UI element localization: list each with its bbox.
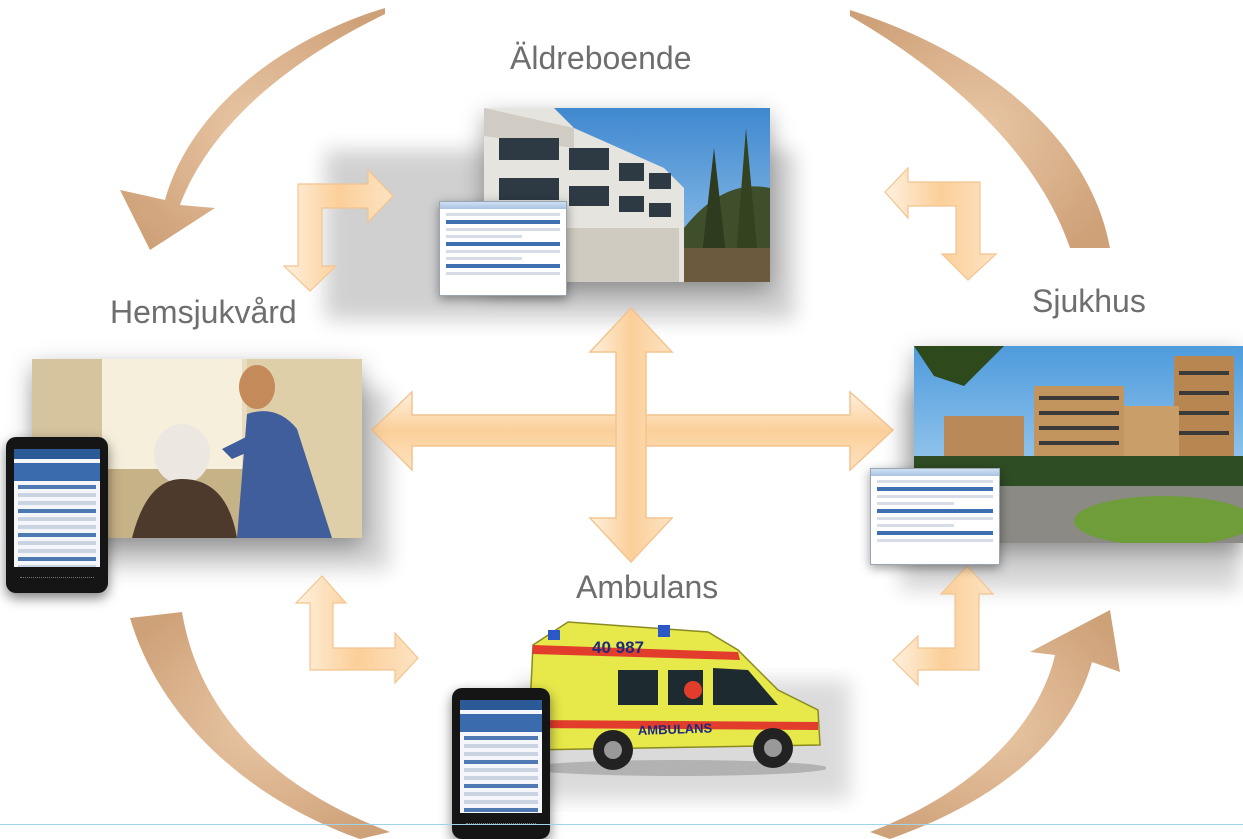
cycle-arrow-bottom-left — [130, 612, 390, 839]
elbow-arrow-hem-aldre — [282, 168, 394, 292]
cycle-arrow-bottom-right — [870, 610, 1120, 839]
sjukhus-software-screenshot — [870, 468, 1000, 565]
central-cross-arrow — [370, 306, 895, 564]
bottom-divider-line — [0, 824, 1243, 825]
ambulance-image: 40 987 AMBULANS — [508, 610, 828, 780]
label-aldreboende: Äldreboende — [510, 40, 692, 76]
cycle-arrow-top-left — [120, 8, 385, 250]
label-ambulans: Ambulans — [576, 569, 719, 605]
elbow-arrow-aldre-sjukhus — [884, 166, 998, 281]
ambulans-tablet — [452, 688, 550, 839]
elbow-arrow-amb-sjukhus — [892, 565, 995, 687]
label-sjukhus: Sjukhus — [1032, 283, 1146, 319]
elbow-arrow-hem-amb — [294, 575, 419, 685]
ambulance-side-text: AMBULANS — [638, 720, 713, 738]
vertical-double-arrow — [588, 306, 674, 564]
aldreboende-software-screenshot — [439, 201, 567, 296]
cycle-arrow-top-right — [850, 10, 1110, 248]
hemsjukvard-tablet — [6, 437, 108, 593]
ambulance-number: 40 987 — [592, 638, 644, 657]
label-hemsjukvard: Hemsjukvård — [110, 294, 297, 330]
